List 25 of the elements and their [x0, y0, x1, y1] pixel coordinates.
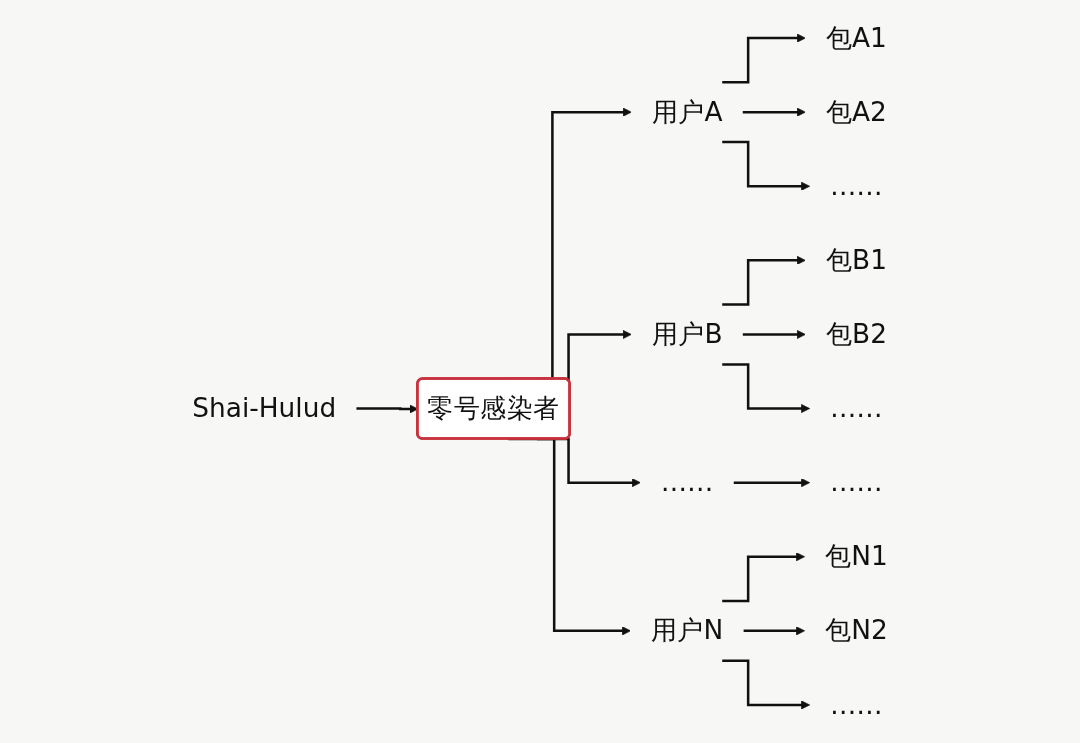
arrow [722, 363, 810, 413]
node-text: 包N2 [824, 615, 888, 646]
arrow [743, 626, 805, 636]
arrow [722, 255, 806, 306]
node-text: 用户B [651, 318, 723, 350]
node-text: …… [829, 689, 883, 720]
node-text: 包N1 [824, 541, 888, 572]
arrow [722, 659, 810, 710]
node-text: …… [829, 170, 883, 201]
arrow [722, 552, 805, 603]
node-text: 包A2 [825, 96, 887, 127]
node-text: …… [829, 392, 883, 424]
node-text: 包B2 [825, 318, 887, 350]
node-text: 用户N [650, 615, 724, 646]
node-text: 包A1 [825, 22, 887, 53]
arrow [722, 33, 806, 84]
node-text: 用户A [651, 96, 723, 127]
node-text: …… [829, 466, 883, 498]
arrow [722, 140, 810, 191]
arrow [733, 478, 810, 488]
node-text: …… [660, 466, 714, 498]
node-text: Shai-Hulud [192, 392, 337, 424]
arrow [742, 107, 806, 117]
arrow [742, 330, 806, 339]
node-text: 包B1 [825, 244, 887, 276]
